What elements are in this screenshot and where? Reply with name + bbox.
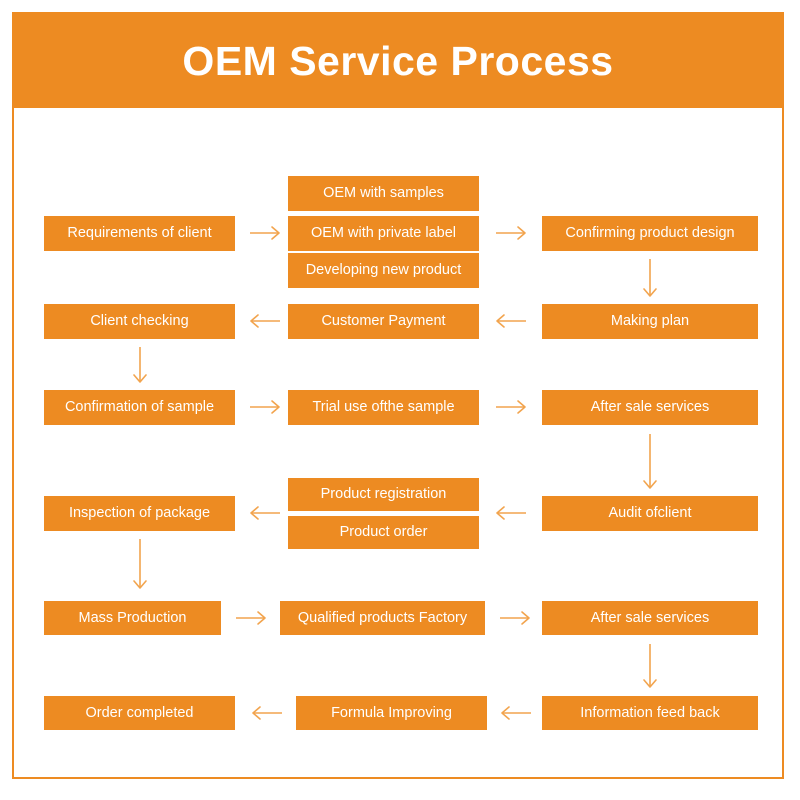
flow-node-audit-of-client: Audit ofclient <box>542 496 758 531</box>
flow-node-confirmation-of-sample: Confirmation of sample <box>44 390 235 425</box>
flow-node-customer-payment: Customer Payment <box>288 304 479 339</box>
flow-node-mass-production: Mass Production <box>44 601 221 635</box>
flow-node-after-sale-services-2: After sale services <box>542 601 758 635</box>
flow-node-client-checking: Client checking <box>44 304 235 339</box>
flow-node-trial-use-of-the-sample: Trial use ofthe sample <box>288 390 479 425</box>
arrow-customer-payment-to-client-checking <box>250 313 280 329</box>
flow-node-product-order: Product order <box>288 516 479 549</box>
flow-node-order-completed: Order completed <box>44 696 235 730</box>
arrow-making-plan-to-customer-payment <box>496 313 526 329</box>
arrow-inspection-to-mass-production <box>132 539 148 589</box>
flow-node-developing-new-product: Developing new product <box>288 253 479 288</box>
arrow-oem-to-confirming-design <box>496 225 526 241</box>
arrow-confirmation-to-trial-use <box>250 399 280 415</box>
arrow-formula-to-order-completed <box>252 705 282 721</box>
flow-node-qualified-products-factory: Qualified products Factory <box>280 601 485 635</box>
arrow-after-sale-to-audit <box>642 434 658 489</box>
flow-node-inspection-of-package: Inspection of package <box>44 496 235 531</box>
flow-node-oem-with-samples: OEM with samples <box>288 176 479 211</box>
flow-node-product-registration: Product registration <box>288 478 479 511</box>
flow-node-making-plan: Making plan <box>542 304 758 339</box>
arrow-trial-use-to-after-sale <box>496 399 526 415</box>
page-title: OEM Service Process <box>182 37 614 84</box>
flow-node-information-feed-back: Information feed back <box>542 696 758 730</box>
arrow-client-checking-to-confirmation <box>132 347 148 383</box>
arrow-confirming-design-to-making-plan <box>642 259 658 297</box>
flow-node-confirming-product-design: Confirming product design <box>542 216 758 251</box>
arrow-product-to-inspection <box>250 505 280 521</box>
arrow-requirements-to-oem <box>250 225 280 241</box>
arrow-audit-to-product-registration <box>496 505 526 521</box>
flow-node-formula-improving: Formula Improving <box>296 696 487 730</box>
arrow-after-sale-to-information <box>642 644 658 688</box>
flow-node-requirements-of-client: Requirements of client <box>44 216 235 251</box>
header-banner: OEM Service Process <box>14 14 782 108</box>
arrow-qualified-to-after-sale <box>500 610 530 626</box>
arrow-mass-production-to-qualified <box>236 610 266 626</box>
flow-node-oem-with-private-label: OEM with private label <box>288 216 479 251</box>
flow-node-after-sale-services-1: After sale services <box>542 390 758 425</box>
arrow-information-to-formula <box>501 705 531 721</box>
